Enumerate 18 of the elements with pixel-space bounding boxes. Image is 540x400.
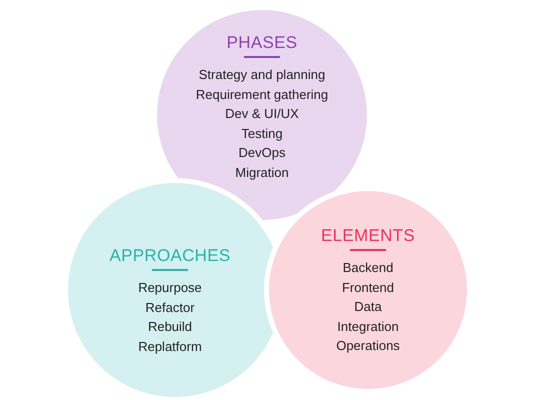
list-item: Testing xyxy=(241,124,283,143)
heading: APPROACHES xyxy=(109,246,231,266)
heading: ELEMENTS xyxy=(320,226,416,246)
list-item: Backend xyxy=(342,259,394,277)
list-item: Operations xyxy=(336,337,400,356)
list-item: Frontend xyxy=(342,278,394,297)
list-item: Requirement gathering xyxy=(196,86,328,104)
list-item: Data xyxy=(354,298,382,316)
list-item: Dev & UI/UX xyxy=(225,105,299,124)
list-item: Migration xyxy=(235,164,289,182)
list-item: Replatform xyxy=(138,338,202,356)
list-item: DevOps xyxy=(238,144,286,162)
list-item: Integration xyxy=(337,318,399,336)
heading: PHASES xyxy=(226,33,298,53)
list-item: Strategy and planning xyxy=(198,66,326,84)
list-item: Refactor xyxy=(145,298,195,317)
list-item: Repurpose xyxy=(138,279,202,297)
list-item: Rebuild xyxy=(148,318,192,336)
